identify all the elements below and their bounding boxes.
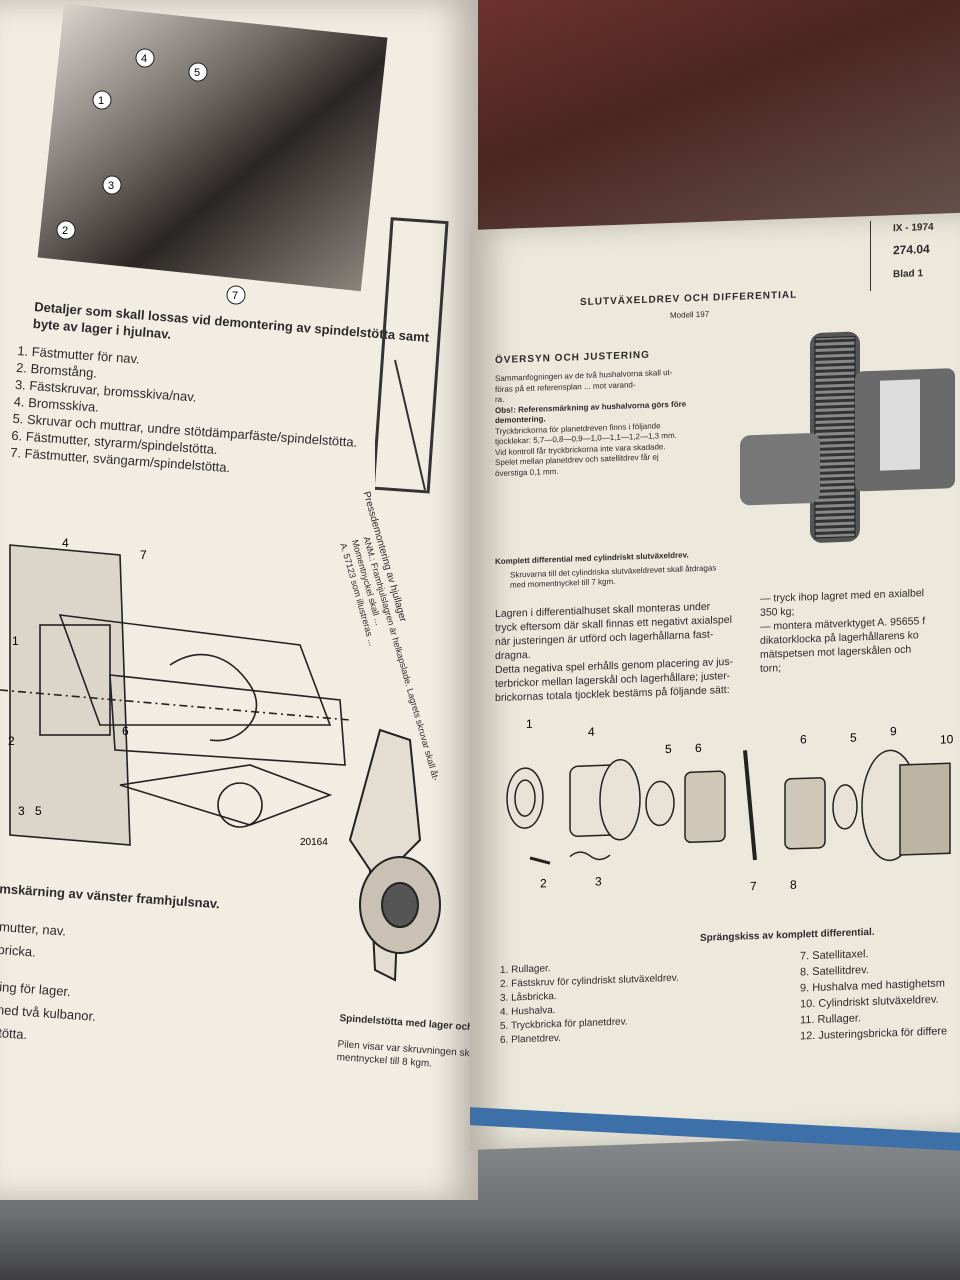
diagram-callout: 1 — [526, 717, 533, 731]
callout-2: 2 — [62, 225, 68, 237]
callout-5: 5 — [194, 67, 200, 79]
diagram-callout: 9 — [890, 724, 897, 738]
parts-list: 1. Fästmutter för nav. 2. Bromstång. 3. … — [10, 342, 363, 485]
left-page: 4 5 1 3 2 7 Detaljer som skall lossas vi… — [0, 0, 541, 1200]
steering-knuckle-drawing — [348, 728, 441, 982]
legend-right: 7. Satellitaxel. 8. Satellitdrev. 9. Hus… — [800, 943, 947, 1044]
header-code: 274.04 — [893, 241, 930, 258]
photo-note: Skruvarna till det cylindriska slutväxel… — [510, 563, 716, 590]
hub-cross-section-drawing: 4 7 1 2 3 5 6 20164 — [0, 536, 351, 848]
legend-left: 1. Rullager. 2. Fästskruv för cylindrisk… — [500, 958, 679, 1048]
photo-callouts: 4 5 1 3 2 7 — [56, 48, 246, 305]
diagram-caption: Sprängskiss av komplett differential. — [700, 926, 875, 944]
diagram-callout: 5 — [665, 742, 672, 756]
section-caption: mskärning av vänster framhjulsnav. — [0, 880, 221, 912]
diagram-callout: 7 — [750, 879, 757, 893]
page-header-box: IX - 1974 274.04 Blad 1 — [870, 217, 960, 292]
header-sheet: Blad 1 — [893, 268, 924, 281]
callout-7: 7 — [232, 290, 238, 302]
right-page: IX - 1974 274.04 Blad 1 SLUTVÄXELDREV OC… — [470, 212, 960, 1151]
drawing-callout-2: 2 — [8, 734, 15, 748]
diagram-callout: 3 — [595, 874, 602, 888]
intro-text: Sammanfogningen av de två hushalvorna sk… — [495, 367, 686, 479]
callout-1: 1 — [98, 95, 104, 107]
press-tool-drawing — [375, 217, 449, 494]
section-heading: ÖVERSYN OCH JUSTERING — [495, 349, 650, 367]
header-date: IX - 1974 — [893, 221, 934, 235]
callout-4: 4 — [141, 53, 147, 65]
diagram-callout: 6 — [800, 732, 807, 746]
drawing-callout-6: 6 — [122, 724, 129, 738]
body-text-right: — tryck ihop lagret med en axialbel 350 … — [760, 586, 925, 676]
diagram-callout: 6 — [695, 741, 702, 755]
page-title: SLUTVÄXELDREV OCH DIFFERENTIAL — [580, 289, 798, 309]
model-label: Modell 197 — [670, 309, 710, 321]
diagram-callout: 8 — [790, 878, 797, 892]
callout-3: 3 — [108, 180, 114, 192]
drawing-callout-5: 5 — [35, 804, 42, 818]
diagram-callout: 10 — [940, 732, 954, 746]
drawing-callout-4: 4 — [62, 536, 69, 550]
diagram-callout: 4 — [588, 725, 595, 739]
drawing-callout-1: 1 — [12, 634, 19, 648]
differential-photo — [740, 331, 955, 543]
partial-legend: mutter, nav. bricka. ring för lager. med… — [0, 915, 102, 1051]
exploded-differential-diagram: 1 4 5 6 7 8 6 5 9 2 3 10 — [506, 717, 954, 893]
body-text-left: Lagren i differentialhuset skall montera… — [495, 599, 733, 705]
drawing-callout-3: 3 — [18, 804, 25, 818]
drawing-number: 20164 — [300, 837, 328, 848]
diagram-callout: 2 — [540, 876, 547, 890]
diagram-callout: 5 — [850, 730, 857, 744]
drawing-callout-7: 7 — [140, 548, 147, 562]
